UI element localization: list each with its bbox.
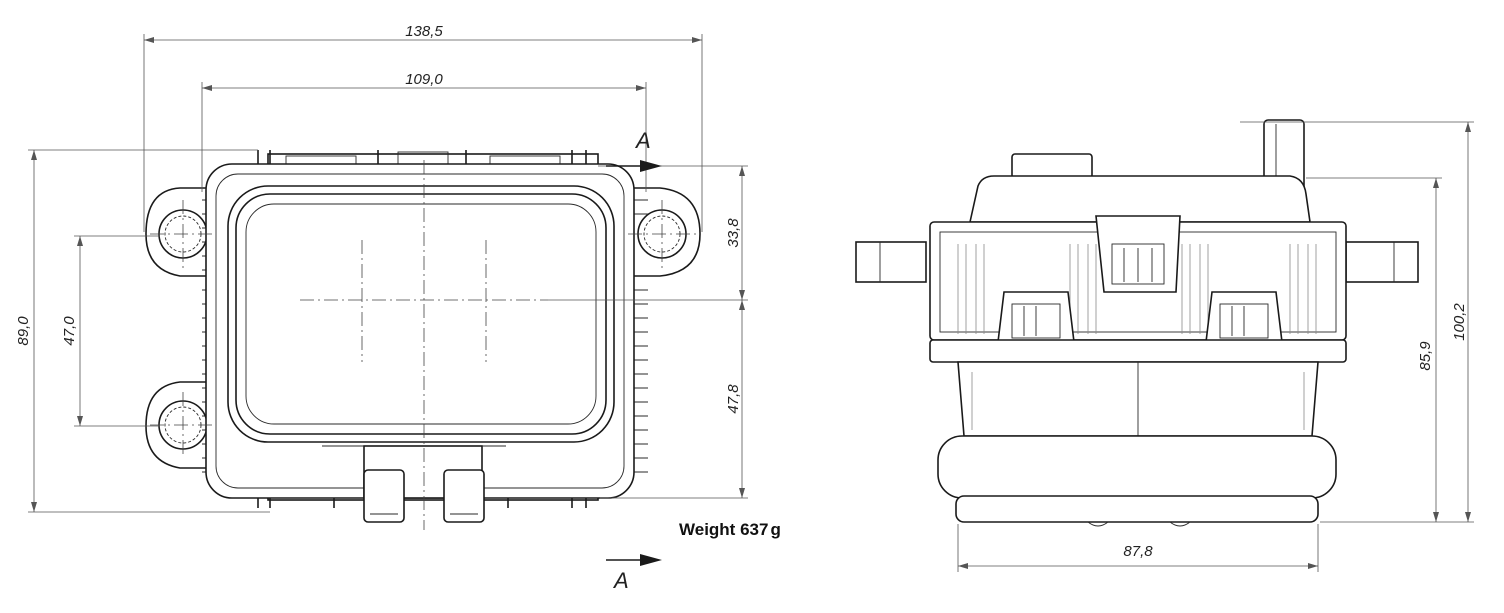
section-label-bottom: A bbox=[612, 568, 629, 593]
dim-overall-height: 89,0 bbox=[15, 316, 32, 346]
side-view bbox=[855, 119, 1419, 527]
dim-hole-spacing: 47,0 bbox=[61, 316, 78, 346]
dim-side-base-width: 87,8 bbox=[1123, 543, 1153, 560]
weight-label: Weight bbox=[679, 520, 736, 539]
dim-side-body-height: 85,9 bbox=[1417, 341, 1434, 371]
side-dimensions bbox=[957, 121, 1474, 572]
dim-lower-height: 47,8 bbox=[725, 384, 742, 414]
weight-value: 637 bbox=[740, 520, 769, 539]
dim-body-width: 109,0 bbox=[405, 71, 443, 88]
front-dimensions bbox=[28, 34, 748, 566]
front-view bbox=[145, 150, 701, 530]
section-label-top: A bbox=[634, 128, 651, 153]
dim-side-total-height: 100,2 bbox=[1451, 303, 1468, 341]
dim-upper-height: 33,8 bbox=[725, 218, 742, 248]
dim-overall-width: 138,5 bbox=[405, 23, 443, 40]
weight-unit: g bbox=[770, 520, 781, 539]
